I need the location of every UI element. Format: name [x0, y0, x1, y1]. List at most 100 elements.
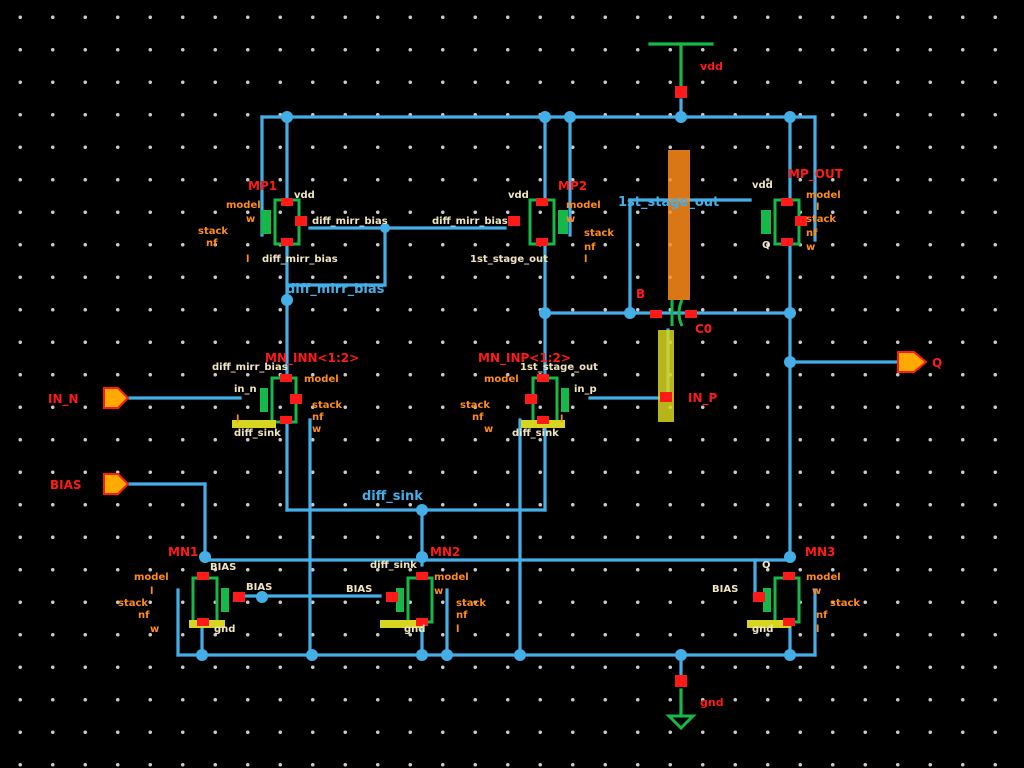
capacitor-props-block [668, 150, 690, 300]
svg-text:stack: stack [806, 214, 836, 225]
svg-text:w: w [434, 586, 443, 597]
transistor-mn-inp[interactable] [521, 374, 569, 428]
instance-c0-label: C0 [695, 322, 712, 336]
svg-text:stack: stack [830, 598, 860, 609]
port-q-label: Q [932, 356, 942, 370]
svg-text:BIAS: BIAS [346, 584, 372, 595]
svg-text:l: l [236, 414, 239, 425]
svg-text:nf: nf [806, 228, 818, 239]
svg-text:stack: stack [460, 400, 490, 411]
instance-mp-out-label: MP_OUT [788, 167, 844, 182]
svg-text:B: B [636, 287, 645, 301]
svg-text:w: w [812, 586, 821, 597]
svg-text:stack: stack [312, 400, 342, 411]
svg-text:diff_mirr_bias: diff_mirr_bias [312, 216, 388, 227]
svg-text:model: model [566, 200, 601, 211]
instance-mn3-label: MN3 [805, 545, 835, 559]
svg-text:w: w [566, 214, 575, 225]
svg-text:diff_mirr_bias: diff_mirr_bias [262, 254, 338, 265]
port-in-n[interactable]: IN_N [48, 387, 130, 409]
svg-text:model: model [226, 200, 261, 211]
svg-text:l: l [150, 586, 153, 597]
svg-text:model: model [434, 572, 469, 583]
svg-text:model: model [806, 572, 841, 583]
svg-text:l: l [560, 414, 563, 425]
svg-text:gnd: gnd [404, 624, 425, 635]
svg-text:vdd: vdd [752, 180, 773, 191]
gnd-symbol-icon [665, 714, 697, 731]
svg-text:stack: stack [584, 228, 614, 239]
svg-text:stack: stack [198, 226, 228, 237]
junctions [196, 111, 796, 661]
port-bias-label: BIAS [50, 478, 82, 492]
svg-text:w: w [246, 214, 255, 225]
svg-text:gnd: gnd [752, 624, 773, 635]
port-in-p-label: IN_P [688, 391, 718, 406]
port-bias[interactable]: BIAS [50, 473, 130, 495]
svg-text:in_n: in_n [234, 384, 257, 395]
svg-text:BIAS: BIAS [712, 584, 738, 595]
svg-text:w: w [484, 424, 493, 435]
svg-text:diff_mirr_bias: diff_mirr_bias [432, 216, 508, 227]
property-annotations: model stack nf w l model w stack nf l mo… [118, 190, 860, 635]
instance-mp2-label: MP2 [558, 179, 587, 193]
svg-text:w: w [806, 242, 815, 253]
svg-text:nf: nf [206, 238, 218, 249]
svg-text:nf: nf [816, 610, 828, 621]
net-1st-stage-out-label: 1st_stage_out [618, 195, 719, 210]
svg-text:stack: stack [118, 598, 148, 609]
transistor-mn3[interactable] [747, 572, 801, 628]
gnd-pin-icon [675, 675, 687, 687]
svg-text:BIAS: BIAS [246, 582, 272, 593]
svg-text:in_p: in_p [574, 384, 597, 395]
svg-text:nf: nf [584, 242, 596, 253]
transistor-mn1[interactable] [189, 572, 245, 628]
svg-text:w: w [150, 624, 159, 635]
port-in-n-label: IN_N [48, 392, 79, 407]
transistor-mp-out[interactable] [761, 198, 807, 246]
svg-text:gnd: gnd [214, 624, 235, 635]
gnd-label: gnd [700, 696, 724, 709]
svg-text:nf: nf [472, 412, 484, 423]
svg-text:BIAS: BIAS [210, 562, 236, 573]
svg-text:Q: Q [762, 240, 771, 251]
svg-text:Q: Q [762, 560, 771, 571]
svg-text:l: l [816, 202, 819, 213]
svg-text:l: l [456, 624, 459, 635]
net-diff-mirr-bias-label: diff_mirr_bias [286, 282, 385, 297]
svg-text:1st_stage_out: 1st_stage_out [470, 254, 548, 265]
svg-text:l: l [816, 624, 819, 635]
transistor-mp2[interactable] [508, 198, 568, 246]
transistor-mn-inn[interactable] [232, 374, 302, 428]
svg-text:model: model [134, 572, 169, 583]
instance-mn-inn-label: MN_INN<1:2> [265, 351, 359, 366]
svg-text:w: w [312, 424, 321, 435]
svg-text:diff_sink: diff_sink [370, 560, 417, 571]
svg-text:1st_stage_out: 1st_stage_out [520, 362, 598, 373]
svg-text:l: l [584, 254, 587, 265]
svg-text:diff_mirr_bias: diff_mirr_bias [212, 362, 288, 373]
net-diff-sink-label: diff_sink [362, 489, 423, 504]
svg-text:nf: nf [312, 412, 324, 423]
pin-vdd-mp1 [281, 198, 293, 206]
port-q[interactable]: Q [897, 351, 942, 373]
svg-text:nf: nf [138, 610, 150, 621]
capacitor-c0[interactable] [650, 150, 697, 422]
svg-text:model: model [484, 374, 519, 385]
transistor-mp1[interactable] [261, 198, 307, 246]
svg-text:diff_sink: diff_sink [512, 428, 559, 439]
pin-labels: vdd diff_mirr_bias diff_mirr_bias vdd di… [210, 180, 773, 635]
port-in-p[interactable]: IN_P [688, 391, 718, 406]
svg-text:vdd: vdd [508, 190, 529, 201]
instance-mn1-label: MN1 [168, 545, 198, 559]
svg-text:model: model [304, 374, 339, 385]
svg-text:model: model [806, 190, 841, 201]
transistor-mn2[interactable] [380, 572, 434, 628]
instance-mp1-label: MP1 [248, 179, 277, 193]
svg-text:l: l [246, 254, 249, 265]
svg-text:nf: nf [456, 610, 468, 621]
instance-mn2-label: MN2 [430, 545, 460, 559]
svg-text:vdd: vdd [294, 190, 315, 201]
